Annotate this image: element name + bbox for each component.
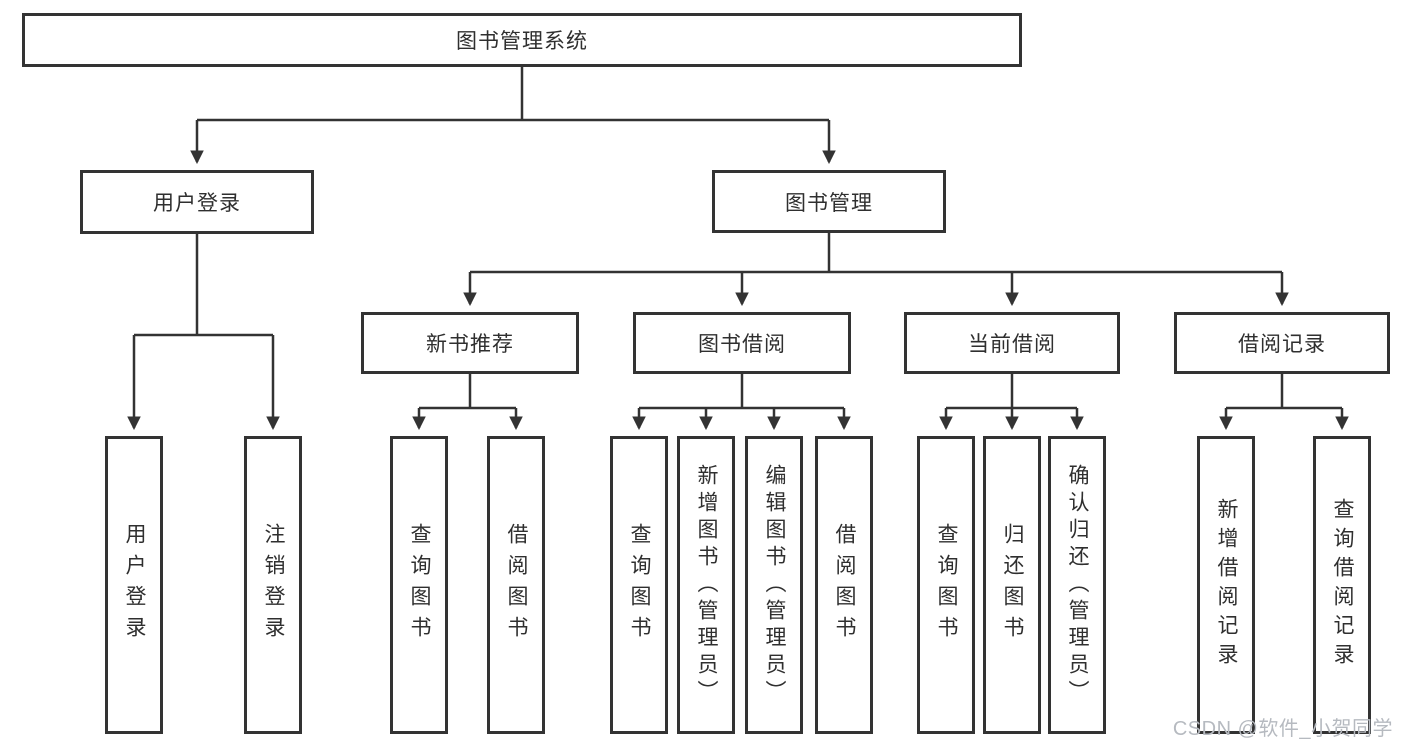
leaf-add-books-admin: 新增图书（管理员） [677,436,735,734]
node-user-login: 用户登录 [80,170,314,234]
node-book-borrow-label: 图书借阅 [698,333,786,356]
leaf-query-borrow-record: 查询借阅记录 [1313,436,1371,734]
leaf-return-books: 归还图书 [983,436,1041,734]
leaf-user-login: 用户登录 [105,436,163,734]
node-book-borrow: 图书借阅 [633,312,851,374]
node-new-book-recommend-label: 新书推荐 [426,333,514,356]
leaf-query-books-borrow: 查询图书 [610,436,668,734]
csdn-watermark: CSDN @软件_小贺同学 [1172,718,1393,740]
leaf-query-books-recommend: 查询图书 [390,436,448,734]
leaf-edit-books-admin: 编辑图书（管理员） [745,436,803,734]
node-current-borrow: 当前借阅 [904,312,1120,374]
leaf-add-borrow-record: 新增借阅记录 [1197,436,1255,734]
leaf-logout: 注销登录 [244,436,302,734]
node-user-login-label: 用户登录 [153,192,241,215]
node-borrow-records: 借阅记录 [1174,312,1390,374]
node-book-management-label: 图书管理 [785,191,873,215]
node-new-book-recommend: 新书推荐 [361,312,579,374]
node-current-borrow-label: 当前借阅 [968,333,1056,356]
leaf-query-books-current: 查询图书 [917,436,975,734]
node-borrow-records-label: 借阅记录 [1238,333,1326,356]
node-book-management: 图书管理 [712,170,946,233]
node-library-system: 图书管理系统 [22,13,1022,67]
leaf-borrow-books-recommend: 借阅图书 [487,436,545,734]
leaf-borrow-books: 借阅图书 [815,436,873,734]
leaf-confirm-return-admin: 确认归还（管理员） [1048,436,1106,734]
node-library-system-label: 图书管理系统 [456,30,588,53]
